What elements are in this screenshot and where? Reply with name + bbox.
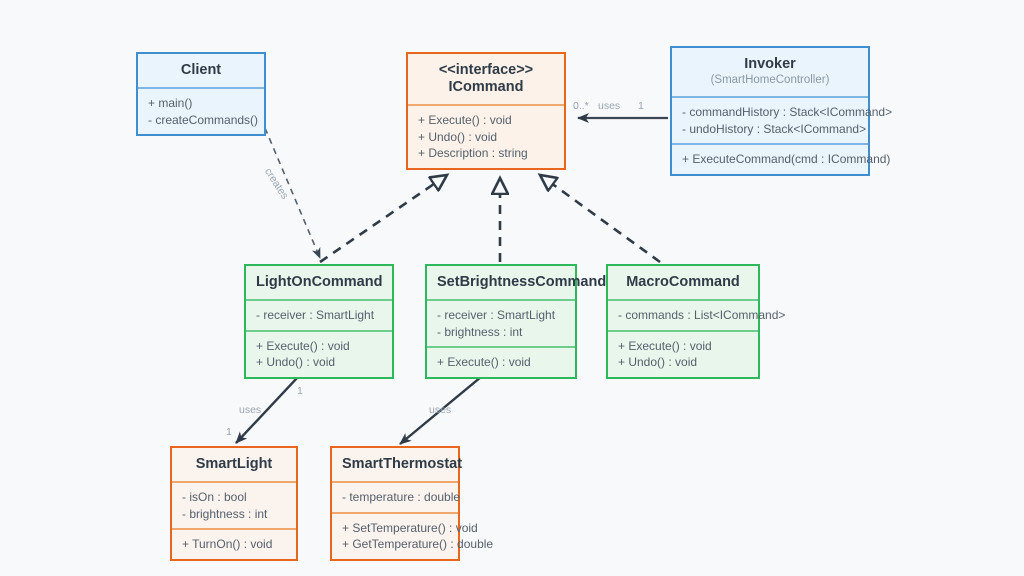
class-subtitle-invoker: (SmartHomeController) — [710, 74, 830, 86]
member-item: + TurnOn() : void — [182, 537, 273, 551]
member-item: - temperature : double — [342, 490, 461, 504]
class-title-smartlight: SmartLight — [195, 456, 273, 472]
member-item: - receiver : SmartLight — [437, 308, 556, 322]
edge-label-invoker-uses: uses — [598, 100, 621, 112]
class-attributes-smartlight: - isOn : bool - brightness : int — [172, 481, 296, 528]
class-operations-lightoncommand: + Execute() : void + Undo() : void — [246, 329, 392, 377]
member-item: - createCommands() — [148, 112, 259, 127]
class-box-lightoncommand[interactable]: LightOnCommand - receiver : SmartLight +… — [244, 264, 394, 379]
class-attributes-invoker: - commandHistory : Stack<ICommand> - und… — [672, 96, 893, 143]
member-item: + GetTemperature() : double — [342, 537, 494, 551]
member-item: + Undo() : void — [418, 129, 498, 144]
class-box-macrocommand[interactable]: MacroCommand - commands : List<ICommand>… — [606, 264, 786, 379]
class-operations-invoker: + ExecuteCommand(cmd : ICommand) — [672, 143, 891, 174]
member-item: + SetTemperature() : void — [342, 520, 478, 535]
class-title-setbrightnesscommand: SetBrightnessCommand — [437, 274, 607, 290]
class-box-invoker[interactable]: Invoker (SmartHomeController) - commandH… — [670, 46, 893, 176]
class-attributes-smartthermostat: - temperature : double — [332, 481, 461, 512]
edge-label-invoker-source-multiplicity: 0..* — [573, 100, 589, 112]
class-box-icommand[interactable]: <<interface>> ICommand + Execute() : voi… — [406, 52, 566, 170]
class-title-icommand: <<interface>> ICommand — [408, 54, 564, 104]
class-name-invoker: Invoker — [744, 56, 796, 72]
class-attributes-macrocommand: - commands : List<ICommand> — [608, 299, 786, 330]
member-item: + Description : string — [418, 146, 528, 160]
member-item: - brightness : int — [437, 324, 523, 339]
class-operations-setbrightnesscommand: + Execute() : void — [427, 346, 575, 377]
class-operations-icommand: + Execute() : void + Undo() : void + Des… — [408, 104, 564, 168]
member-item: - brightness : int — [182, 506, 268, 521]
class-operations-macrocommand: + Execute() : void + Undo() : void — [608, 329, 758, 377]
member-item: + Execute() : void — [618, 338, 712, 353]
class-box-setbrightnesscommand[interactable]: SetBrightnessCommand - receiver : SmartL… — [425, 264, 607, 379]
class-title-macrocommand: MacroCommand — [626, 274, 740, 290]
class-operations-smartlight: + TurnOn() : void — [172, 528, 296, 559]
edge-label-lightoncommand-uses: uses — [239, 404, 262, 416]
member-item: - isOn : bool — [182, 490, 247, 504]
member-item: - receiver : SmartLight — [256, 308, 375, 322]
edge-label-creates: creates — [261, 166, 291, 202]
class-box-smartthermostat[interactable]: SmartThermostat - temperature : double +… — [330, 446, 494, 561]
edge-label-setbrightnesscommand-uses: uses — [429, 404, 452, 416]
class-title-invoker: Invoker (SmartHomeController) — [672, 48, 868, 96]
class-name-icommand: ICommand — [448, 79, 524, 95]
class-title-lightoncommand: LightOnCommand — [256, 274, 383, 290]
class-title-client: Client — [180, 62, 222, 78]
class-operations-smartthermostat: + SetTemperature() : void + GetTemperatu… — [332, 511, 494, 559]
class-box-client[interactable]: Client + main() - createCommands() — [136, 52, 266, 136]
member-item: + ExecuteCommand(cmd : ICommand) — [682, 152, 891, 166]
class-attributes-lightoncommand: - receiver : SmartLight — [246, 299, 392, 330]
member-item: + Undo() : void — [618, 355, 698, 369]
member-item: + Undo() : void — [256, 355, 336, 369]
class-stereotype-icommand: <<interface>> — [438, 62, 534, 78]
class-box-smartlight[interactable]: SmartLight - isOn : bool - brightness : … — [170, 446, 298, 561]
edge-macrocommand-realizes — [540, 175, 661, 264]
member-item: - commandHistory : Stack<ICommand> — [682, 105, 893, 119]
class-title-smartthermostat: SmartThermostat — [342, 456, 463, 472]
class-attributes-setbrightnesscommand: - receiver : SmartLight - brightness : i… — [427, 299, 575, 346]
edge-label-lightoncommand-source-multiplicity: 1 — [297, 385, 303, 397]
member-item: + Execute() : void — [437, 355, 531, 369]
member-item: + main() — [148, 96, 193, 110]
edge-lightoncommand-realizes — [319, 175, 447, 264]
edge-label-lightoncommand-target-multiplicity: 1 — [226, 426, 232, 438]
class-members-client: + main() - createCommands() — [138, 87, 264, 134]
edge-label-invoker-target-multiplicity: 1 — [638, 100, 644, 112]
member-item: - undoHistory : Stack<ICommand> — [682, 121, 867, 136]
member-item: + Execute() : void — [418, 113, 512, 127]
member-item: + Execute() : void — [256, 338, 350, 353]
member-item: - commands : List<ICommand> — [618, 308, 786, 322]
edge-client-creates — [264, 127, 321, 259]
